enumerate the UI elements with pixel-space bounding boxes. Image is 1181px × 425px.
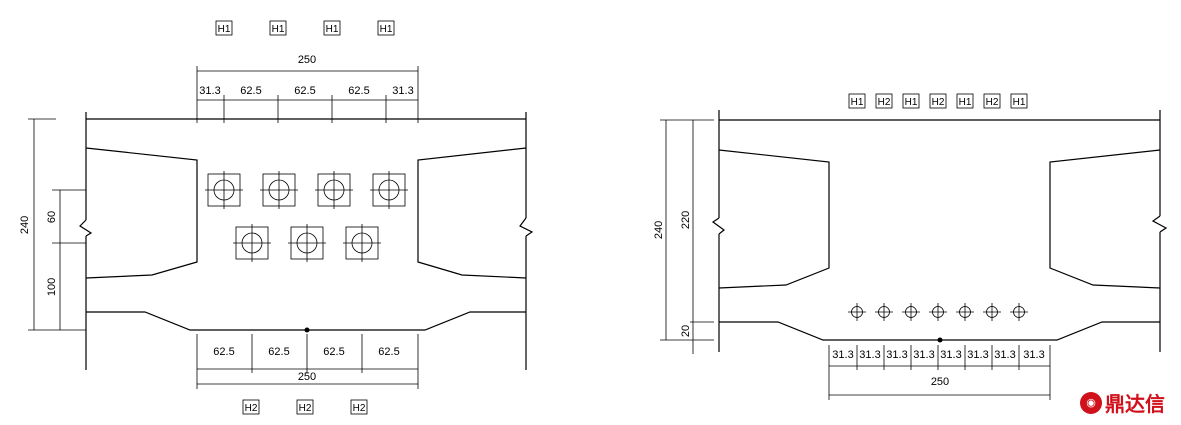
svg-text:H2: H2	[932, 97, 945, 108]
svg-text:H2: H2	[245, 403, 258, 414]
dim-label: 31.3	[199, 85, 220, 97]
strand-marker	[875, 303, 893, 321]
svg-text:H1: H1	[1013, 97, 1026, 108]
dim-label: 31.3	[859, 349, 880, 361]
tag-h2: H2	[929, 93, 947, 109]
tag-h1: H1	[902, 93, 920, 109]
dim-label: 31.3	[967, 349, 988, 361]
dim-height: 240	[19, 216, 31, 234]
tag-h1: H1	[1010, 93, 1028, 109]
left-anchor-group	[205, 171, 408, 262]
svg-text:H1: H1	[851, 97, 864, 108]
tag-h1: H1	[323, 20, 341, 36]
right-top-tags: H1 H2 H1 H2 H1 H2 H1	[848, 93, 1028, 109]
svg-text:H2: H2	[299, 403, 312, 414]
dim-label: 62.5	[348, 85, 369, 97]
tag-h1: H1	[956, 93, 974, 109]
tag-h2: H2	[296, 399, 314, 415]
anchor-plate	[370, 171, 408, 209]
logo-mark-icon: ◉	[1080, 391, 1102, 414]
strand-marker	[956, 303, 974, 321]
dim-label: 220	[680, 211, 692, 229]
tag-h2: H2	[875, 93, 893, 109]
dim-label: 62.5	[378, 346, 399, 358]
dim-label: 31.3	[832, 349, 853, 361]
anchor-plate	[233, 224, 271, 262]
logo-text: 鼎达信	[1105, 392, 1165, 416]
strand-marker	[929, 303, 947, 321]
brand-logo: ◉ 鼎达信	[1080, 388, 1165, 417]
tag-h2: H2	[242, 399, 260, 415]
dim-label: 100	[46, 278, 58, 296]
center-point-marker	[304, 327, 310, 333]
dim-label: 31.3	[913, 349, 934, 361]
svg-text:H1: H1	[326, 24, 339, 35]
left-bottom-dimensions: 62.5 62.5 62.5 62.5 250	[196, 334, 419, 389]
dim-label: 31.3	[886, 349, 907, 361]
dim-label: 31.3	[940, 349, 961, 361]
dim-label: 60	[46, 211, 58, 223]
tag-h2: H2	[983, 93, 1001, 109]
left-bottom-tags: H2 H2 H2	[242, 399, 368, 415]
strand-marker	[983, 303, 1001, 321]
dim-height: 240	[653, 221, 665, 239]
strand-marker	[848, 303, 866, 321]
svg-text:H2: H2	[986, 97, 999, 108]
dim-label: 31.3	[994, 349, 1015, 361]
left-vertical-dimensions: 240 60 100	[19, 118, 86, 331]
dim-overall-top: 250	[298, 54, 316, 66]
anchor-plate	[205, 171, 243, 209]
anchor-plate	[260, 171, 298, 209]
right-bottom-dimensions: 31.3 31.3 31.3 31.3 31.3 31.3 31.3 31.3 …	[828, 345, 1051, 400]
svg-text:H1: H1	[380, 24, 393, 35]
anchor-plate	[315, 171, 353, 209]
dim-label: 62.5	[323, 346, 344, 358]
tag-h1: H1	[848, 93, 866, 109]
strand-marker	[1010, 303, 1028, 321]
left-top-dimensions: 250 31.3 62.5 62.5 62.5 31.3	[196, 54, 419, 123]
strand-marker	[902, 303, 920, 321]
anchor-plate	[288, 224, 326, 262]
svg-text:H2: H2	[353, 403, 366, 414]
tag-h1: H1	[377, 20, 395, 36]
anchor-plate	[343, 224, 381, 262]
svg-text:H1: H1	[218, 24, 231, 35]
dim-label: 62.5	[213, 346, 234, 358]
right-section-outline	[711, 110, 1168, 352]
svg-text:H1: H1	[959, 97, 972, 108]
dim-label: 31.3	[392, 85, 413, 97]
dim-label: 31.3	[1023, 349, 1044, 361]
svg-text:H2: H2	[878, 97, 891, 108]
dim-label: 20	[680, 325, 692, 337]
dim-overall-bottom: 250	[298, 371, 316, 383]
center-point-marker	[937, 337, 943, 343]
svg-text:H1: H1	[272, 24, 285, 35]
dim-label: 62.5	[294, 85, 315, 97]
dim-label: 62.5	[268, 346, 289, 358]
right-strand-group	[848, 303, 1028, 321]
tag-h1: H1	[215, 20, 233, 36]
right-vertical-dimensions: 240 220 20	[653, 119, 714, 354]
tag-h2: H2	[350, 399, 368, 415]
svg-text:H1: H1	[905, 97, 918, 108]
left-section-outline	[79, 112, 534, 370]
left-top-tags: H1 H1 H1 H1	[215, 20, 395, 36]
dim-overall-bottom: 250	[931, 376, 949, 388]
dim-label: 62.5	[240, 85, 261, 97]
tag-h1: H1	[269, 20, 287, 36]
